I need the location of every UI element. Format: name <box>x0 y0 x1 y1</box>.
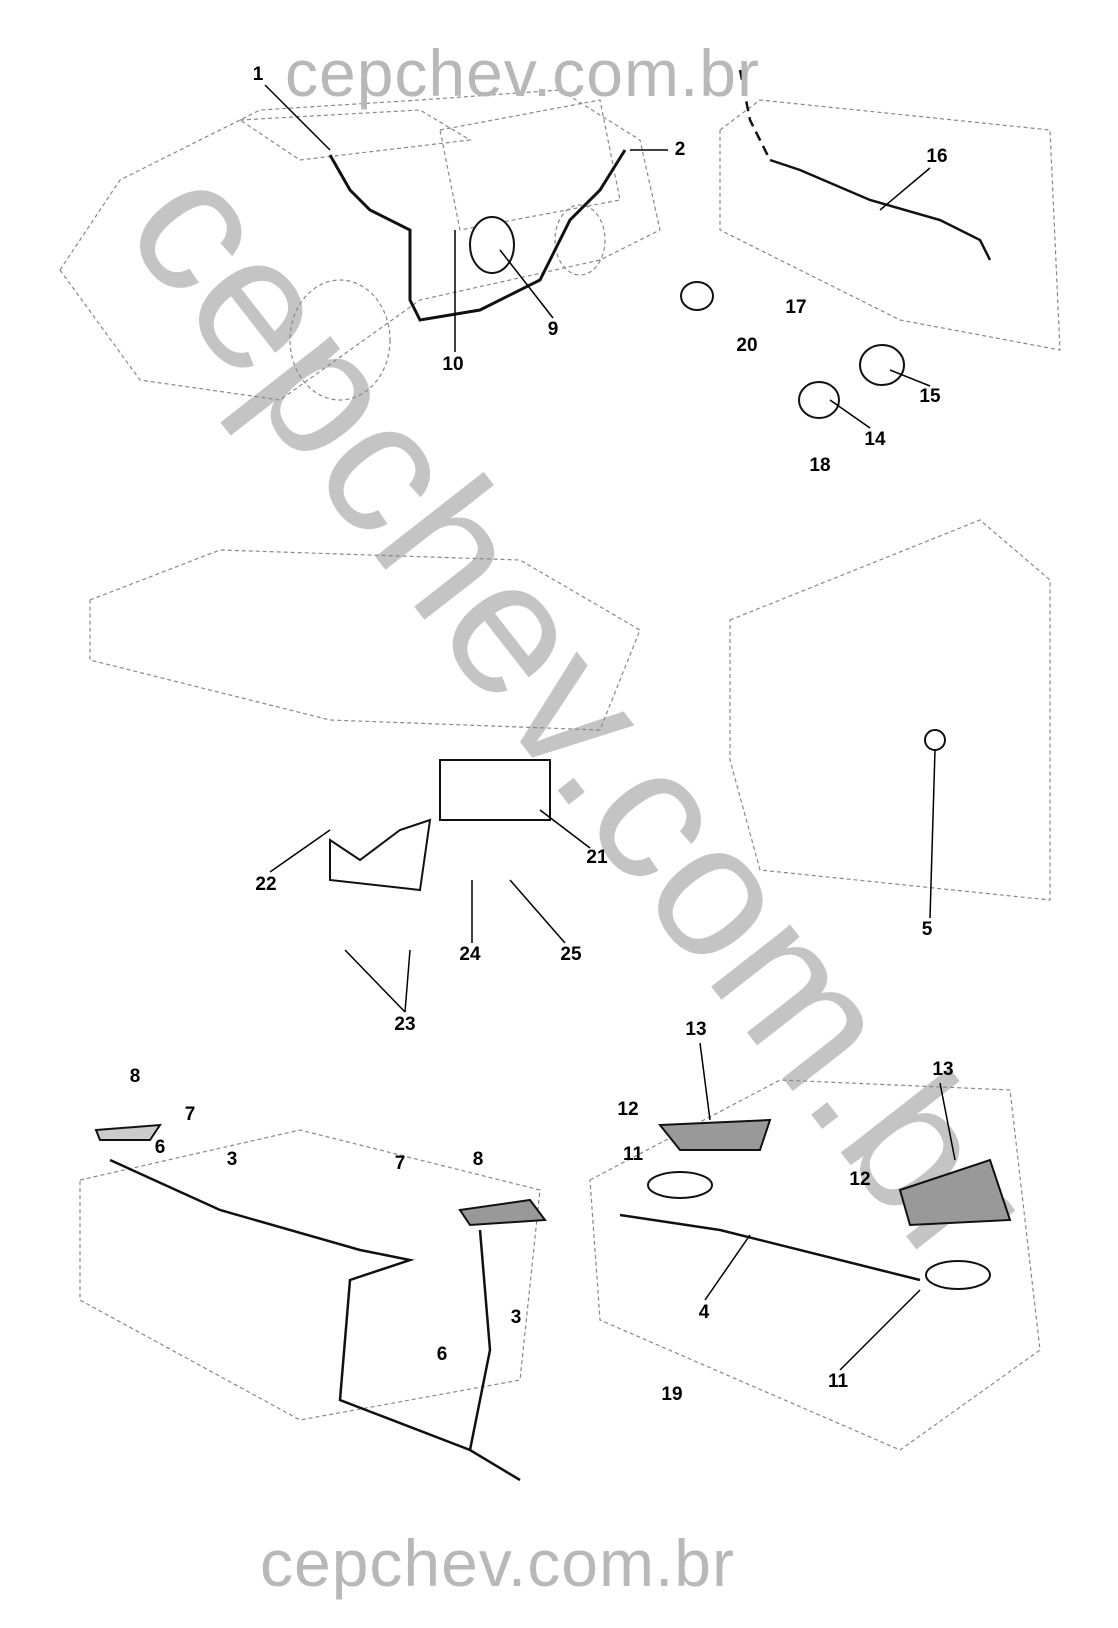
callout-20: 20 <box>736 335 758 356</box>
callout-13-left: 13 <box>685 1019 707 1040</box>
callout-24: 24 <box>459 944 481 965</box>
callout-6: 6 <box>154 1137 166 1158</box>
wiring-harness-front <box>328 149 627 322</box>
callout-7-right: 7 <box>394 1153 406 1174</box>
callout-8-right: 8 <box>472 1149 484 1170</box>
callout-16: 16 <box>926 146 948 167</box>
callout-5: 5 <box>921 919 933 940</box>
callout-8: 8 <box>129 1066 141 1087</box>
callout-6-lower: 6 <box>436 1344 448 1365</box>
callout-12-right: 12 <box>849 1169 871 1190</box>
callout-1: 1 <box>252 64 264 85</box>
callout-22: 22 <box>255 874 277 895</box>
callout-7: 7 <box>184 1104 196 1125</box>
callout-17: 17 <box>785 297 807 318</box>
callout-12-left: 12 <box>617 1099 639 1120</box>
watermark-diagonal: cepchev.com.br <box>88 125 1072 1301</box>
callout-18: 18 <box>809 455 831 476</box>
car-sketch <box>59 89 661 401</box>
callout-4: 4 <box>698 1302 710 1323</box>
callout-21: 21 <box>586 847 608 868</box>
components <box>94 216 1012 1290</box>
callout-9: 9 <box>547 319 559 340</box>
callout-11-right: 11 <box>827 1371 849 1392</box>
callout-2: 2 <box>674 139 686 160</box>
callout-3: 3 <box>226 1149 238 1170</box>
callout-14: 14 <box>864 429 886 450</box>
callout-11-left: 11 <box>622 1144 644 1165</box>
watermark-top: cepchev.com.br <box>285 36 760 110</box>
trunk-sketch <box>79 99 1061 1451</box>
callout-23: 23 <box>394 1014 416 1035</box>
wiring-harness-trunk <box>109 69 992 1482</box>
callout-25: 25 <box>560 944 582 965</box>
callout-15: 15 <box>919 386 941 407</box>
callout-3-lower: 3 <box>510 1307 522 1328</box>
watermark-bottom: cepchev.com.br <box>260 1526 735 1600</box>
callout-19: 19 <box>661 1384 683 1405</box>
leader-lines <box>264 84 956 1371</box>
callout-10: 10 <box>442 354 464 375</box>
callout-13-right: 13 <box>932 1059 954 1080</box>
